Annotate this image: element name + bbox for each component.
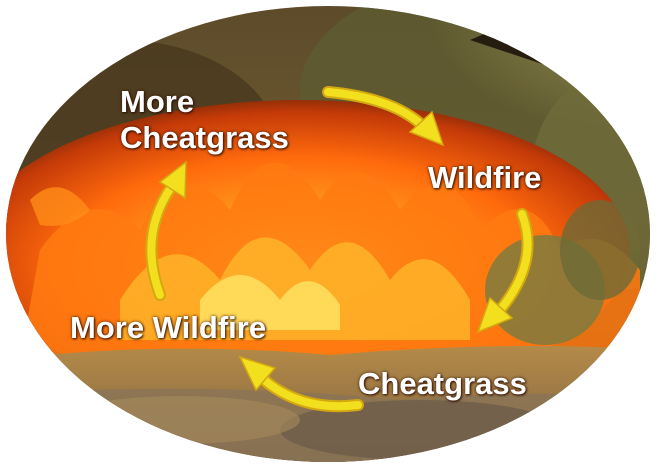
node-more-cheatgrass-line1: More: [120, 84, 335, 120]
node-more-wildfire: More Wildfire: [70, 310, 266, 346]
node-more-cheatgrass-line2: Cheatgrass: [120, 120, 335, 156]
node-more-cheatgrass: More Cheatgrass: [120, 84, 335, 156]
node-cheatgrass: Cheatgrass: [358, 366, 527, 402]
node-wildfire: Wildfire: [428, 160, 541, 196]
